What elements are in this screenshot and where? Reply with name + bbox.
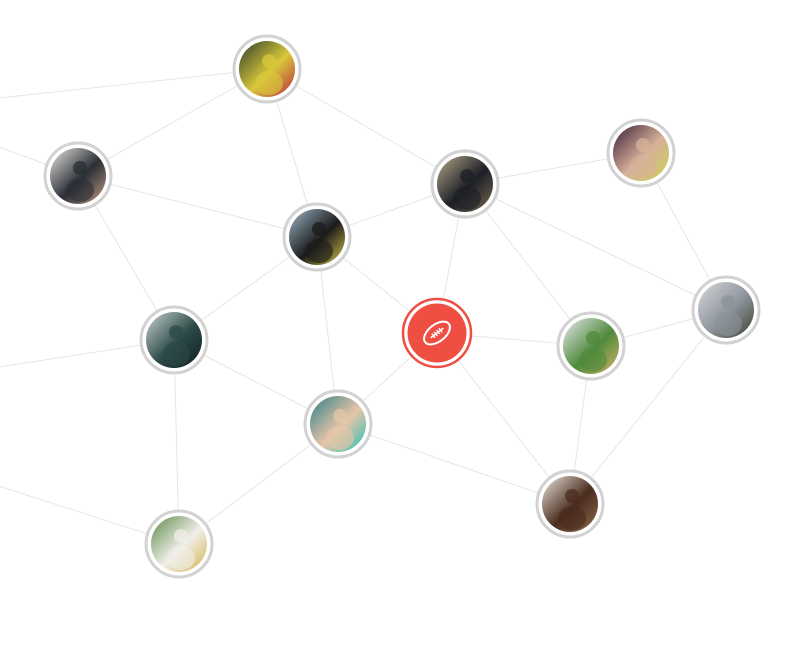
node-horse-rider[interactable] [535,469,605,539]
node-mountain-flag[interactable] [430,149,500,219]
node-tennis-woman[interactable] [303,389,373,459]
woman-with-drink-photo [613,125,669,181]
scuba-diver-photo [289,209,345,265]
node-skydiver[interactable] [691,275,761,345]
man-in-hood-photo [50,148,106,204]
football-icon [423,320,451,346]
underwater-view-photo [146,312,202,368]
field-hockey-player-photo [151,516,207,572]
skydiver-photo [698,282,754,338]
node-underwater[interactable] [139,305,209,375]
node-hooded-man[interactable] [43,141,113,211]
edge-line [464,183,727,311]
node-hockey-player[interactable] [144,509,214,579]
edge-line [436,332,571,505]
woman-athlete-photo [310,396,366,452]
node-man-lying[interactable] [556,311,626,381]
node-soccer-player[interactable] [232,34,302,104]
edge-line [77,175,318,238]
node-diver[interactable] [282,202,352,272]
horse-rider-photo [542,476,598,532]
edge-line [266,68,466,185]
edge-line [77,68,268,177]
mountain-pennant-photo [437,156,493,212]
man-lying-down-photo [563,318,619,374]
center-node[interactable] [401,297,473,369]
person-with-soccer-ball-photo [239,41,295,97]
node-woman-drinking[interactable] [606,118,676,188]
edge-line [0,68,268,99]
edge-line [0,485,180,545]
edge-line [337,423,571,505]
edge-line [569,309,727,505]
